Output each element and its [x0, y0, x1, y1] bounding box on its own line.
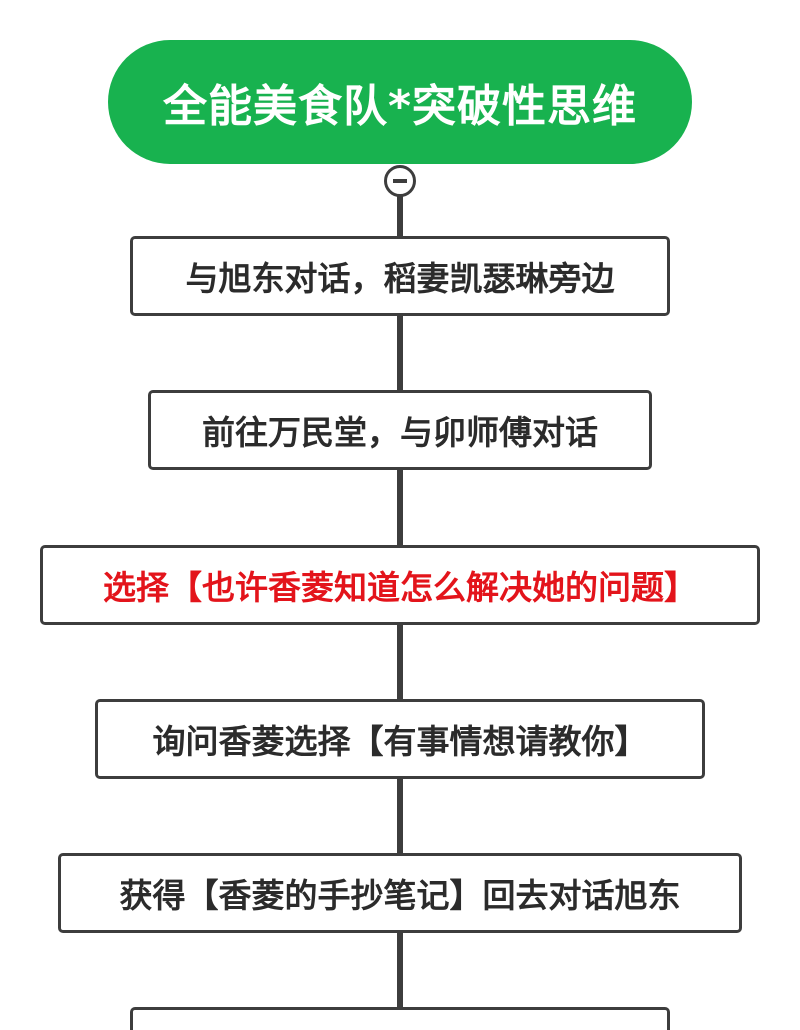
- step-node-1[interactable]: 与旭东对话，稻妻凯瑟琳旁边: [130, 236, 670, 316]
- root-title: 全能美食队*突破性思维: [162, 81, 637, 132]
- step-node-4[interactable]: 询问香菱选择【有事情想请教你】: [95, 699, 705, 779]
- connector-line: [397, 933, 403, 1009]
- connector-line: [397, 470, 403, 545]
- step-text: 获得【香菱的手抄笔记】回去对话旭东: [119, 876, 681, 915]
- step-node-5[interactable]: 获得【香菱的手抄笔记】回去对话旭东: [58, 853, 742, 933]
- connector-line: [397, 316, 403, 390]
- root-topic[interactable]: 全能美食队*突破性思维: [108, 40, 692, 164]
- connector-line: [397, 625, 403, 699]
- step-text: 与旭东对话，稻妻凯瑟琳旁边: [185, 259, 615, 298]
- step-node-2[interactable]: 前往万民堂，与卯师傅对话: [148, 390, 652, 470]
- step-node-6[interactable]: [130, 1007, 670, 1030]
- step-text: 选择【也许香菱知道怎么解决她的问题】: [103, 568, 697, 607]
- step-text: 前往万民堂，与卯师傅对话: [202, 413, 598, 452]
- connector-line: [397, 779, 403, 853]
- step-text: 询问香菱选择【有事情想请教你】: [152, 722, 648, 761]
- minus-circle-icon[interactable]: [384, 165, 416, 197]
- connector-line: [397, 192, 403, 236]
- step-node-3[interactable]: 选择【也许香菱知道怎么解决她的问题】: [40, 545, 760, 625]
